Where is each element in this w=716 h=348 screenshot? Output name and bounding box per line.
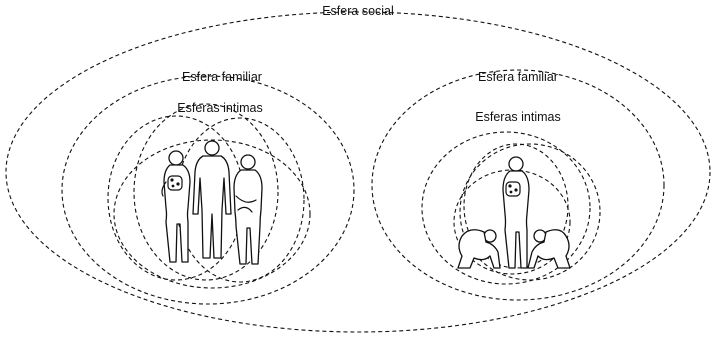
left-intimate-ellipse-4: [113, 139, 311, 289]
baby-icon-2: [505, 181, 521, 197]
left-family-ellipse: [61, 75, 355, 305]
right-family-label: Esfera familiar: [478, 70, 558, 84]
left-intimate-ellipse-2: [133, 103, 279, 281]
right-intimate-label: Esferas intimas: [475, 110, 560, 124]
right-intimate-ellipse-2: [463, 143, 569, 269]
right-intimate-ellipse-4: [453, 169, 571, 275]
right-family-ellipse: [371, 69, 665, 301]
left-woman-2-figure: [233, 154, 263, 265]
baby-icon: [167, 175, 183, 191]
left-family-group: Esfera familiar Esferas intimas: [61, 70, 355, 305]
right-intimate-ellipse-1: [421, 131, 591, 285]
left-man-figure: [192, 140, 232, 259]
right-intimate-ellipse-3: [459, 143, 601, 281]
right-woman-figure: [502, 156, 530, 269]
left-family-label: Esfera familiar: [182, 70, 262, 84]
social-sphere-label: Esfera social: [322, 4, 394, 18]
right-family-group: Esfera familiar Esferas intimas: [371, 69, 665, 301]
left-intimate-ellipse-3: [175, 117, 305, 283]
right-crouching-left-figure: [457, 229, 501, 269]
left-intimate-label: Esferas intimas: [177, 101, 262, 115]
right-crouching-right-figure: [527, 229, 571, 269]
social-sphere-ellipse: [5, 11, 711, 333]
left-woman-figure: [161, 150, 191, 263]
